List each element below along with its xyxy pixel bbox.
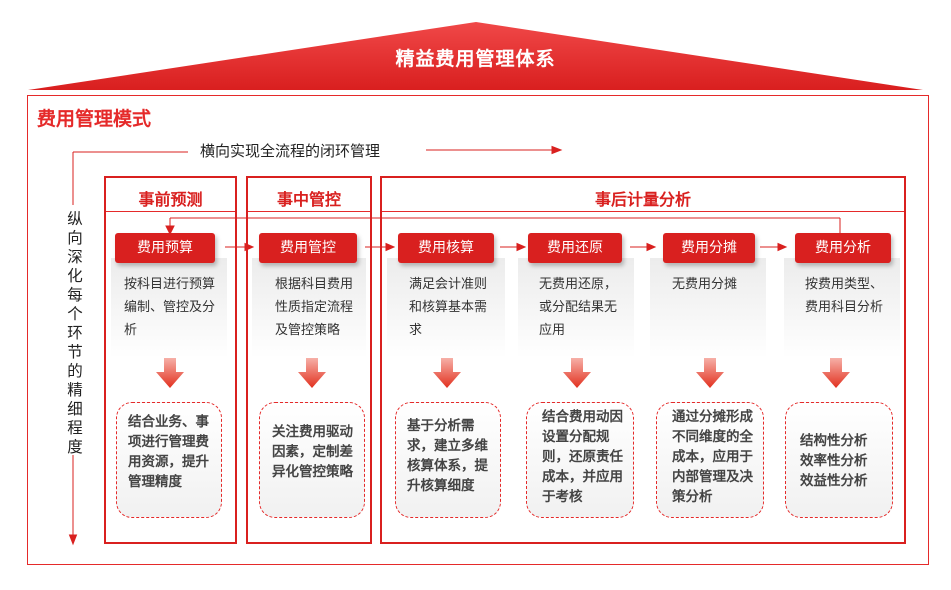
- step-budget-result: 结合业务、事项进行管理费用资源，提升管理精度: [128, 414, 209, 490]
- step-desc-bg: [387, 258, 505, 358]
- section-analysis: [380, 176, 906, 544]
- step-desc-bg: [111, 258, 227, 358]
- mode-title: 费用管理模式: [37, 108, 152, 130]
- step-allocation-result: 通过分摊形成不同维度的全成本，应用于内部管理及决策分析: [672, 409, 753, 505]
- step-accounting-desc: 满足会计准则和核算基本需求: [409, 277, 488, 338]
- step-desc-bg: [252, 258, 366, 358]
- section-forecast: [104, 176, 237, 544]
- step-desc-bg: [650, 258, 766, 358]
- down-arrow-icon: [696, 358, 724, 388]
- step-budget-result-box: [116, 402, 222, 518]
- section-title-analysis: 事后计量分析: [594, 190, 691, 209]
- section-title-forecast: 事前预测: [138, 190, 203, 209]
- step-budget-button[interactable]: 费用预算: [115, 233, 215, 263]
- down-arrow-icon: [563, 358, 591, 388]
- step-analysis-result-box: [785, 402, 893, 518]
- step-allocation-desc: 无费用分摊: [672, 277, 738, 292]
- mode-frame: [27, 95, 929, 565]
- step-restore-result: 结合费用动因设置分配规则，还原责任成本，并应用于考核: [542, 409, 623, 505]
- down-arrow-icon: [433, 358, 461, 388]
- step-restore-button[interactable]: 费用还原: [528, 233, 622, 263]
- down-arrow-icon: [822, 358, 850, 388]
- section-divider: [382, 211, 904, 212]
- roof-shape: [28, 22, 923, 90]
- step-accounting-button[interactable]: 费用核算: [398, 233, 494, 263]
- horizontal-label: 横向实现全流程的闭环管理: [200, 142, 381, 160]
- step-control-result-box: [259, 402, 365, 518]
- system-title: 精益费用管理体系: [395, 48, 556, 70]
- step-budget-desc: 按科目进行预算编制、管控及分析: [124, 277, 216, 338]
- step-desc-bg: [784, 258, 900, 358]
- section-title-control: 事中管控: [276, 190, 341, 209]
- step-control-button[interactable]: 费用管控: [259, 233, 357, 263]
- section-divider: [106, 211, 235, 212]
- step-restore-result-box: [526, 402, 634, 518]
- step-accounting-result: 基于分析需求，建立多维核算体系，提升核算细度: [407, 418, 488, 494]
- step-desc-bg: [518, 258, 634, 358]
- step-restore-desc: 无费用还原，或分配结果无应用: [539, 277, 618, 338]
- step-control-result: 关注费用驱动因素，定制差异化管控策略: [272, 424, 353, 480]
- step-analysis-desc: 按费用类型、费用科目分析: [805, 277, 884, 315]
- step-allocation-result-box: [656, 402, 764, 518]
- down-arrow-icon: [156, 358, 184, 388]
- step-accounting-result-box: [395, 402, 501, 518]
- section-divider: [248, 211, 370, 212]
- down-arrow-icon: [298, 358, 326, 388]
- vertical-label: 纵向深化每个环节的精细程度: [67, 210, 83, 456]
- step-allocation-button[interactable]: 费用分摊: [663, 233, 755, 263]
- step-analysis-button[interactable]: 费用分析: [795, 233, 891, 263]
- step-control-desc: 根据科目费用性质指定流程及管控策略: [275, 277, 354, 338]
- step-analysis-result: 结构性分析 效率性分析 效益性分析: [800, 433, 868, 489]
- section-control: [246, 176, 372, 544]
